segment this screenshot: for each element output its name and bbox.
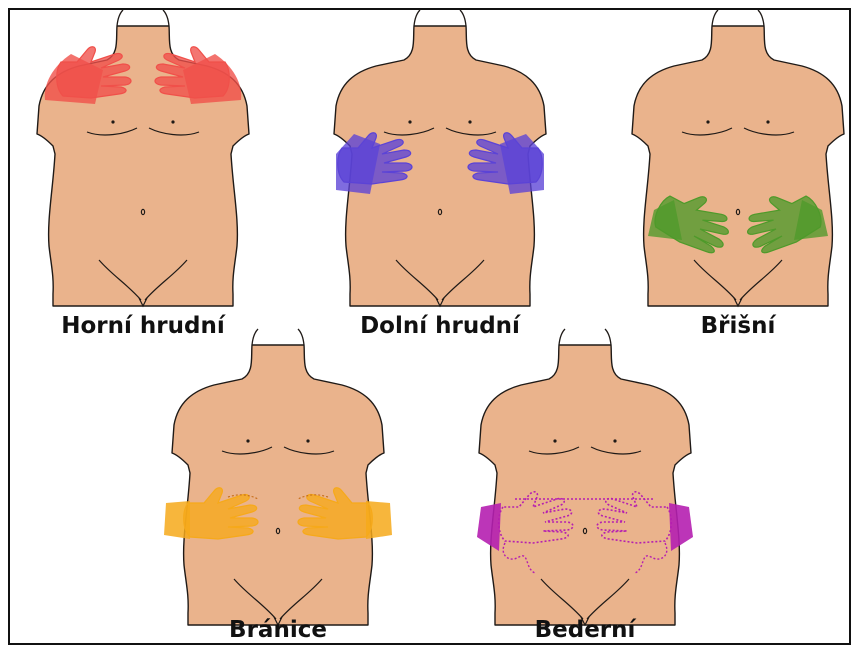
torso-body [479,345,691,625]
nipple [613,439,616,442]
neck-line [605,329,611,345]
nipple [553,439,556,442]
neck-line [559,329,565,345]
hand-back-left [477,503,501,551]
torso [477,329,693,625]
caption-bederni: Bederní [485,617,685,643]
hand-back-right [669,503,693,551]
